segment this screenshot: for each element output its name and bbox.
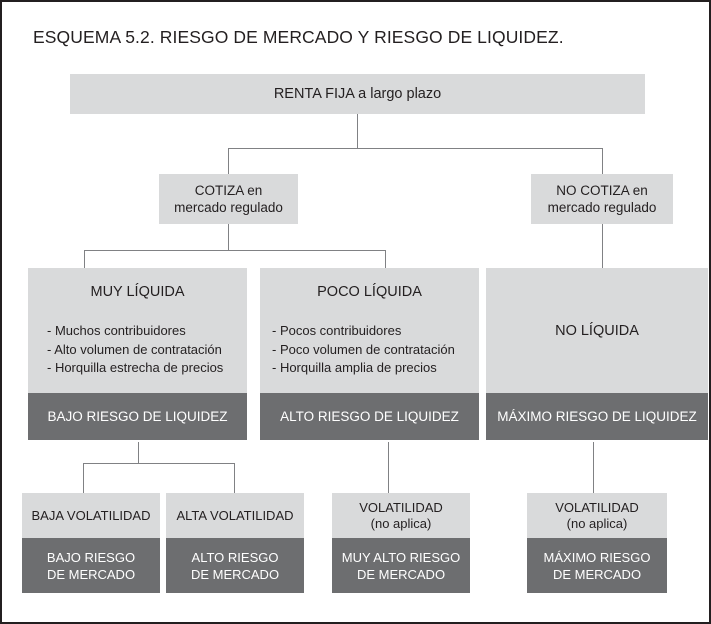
node-cotiza-band: COTIZA en mercado regulado [159,174,298,224]
node-volatilidad-no-aplica-2-footer: MÁXIMO RIESGO DE MERCADO [527,538,667,593]
node-poco-liquida-header: POCO LÍQUIDA [260,268,479,393]
connector-muy-liquida-down [138,442,139,463]
connector-level3-bus [84,250,386,251]
node-cotiza-label-line2: mercado regulado [174,200,283,215]
connector-no-liquida-down [593,442,594,493]
node-volatilidad-no-aplica-2-header: VOLATILIDAD (no aplica) [527,493,667,538]
bullet-item: - Muchos contribuidores [47,323,186,338]
node-renta-fija[interactable]: RENTA FIJA a largo plazo [70,74,645,114]
node-muy-liquida-title: MUY LÍQUIDA [90,284,185,300]
bullet-item: - Horquilla estrecha de precios [47,360,224,375]
node-alta-volatilidad-footer-line1: ALTO RIESGO [191,549,279,565]
connector-cotiza-down [228,224,229,250]
connector-to-no-cotiza [602,148,603,174]
connector-to-cotiza [228,148,229,174]
node-volatilidad-no-aplica-2-footer-line1: MÁXIMO RIESGO [543,549,651,565]
node-baja-volatilidad[interactable]: BAJA VOLATILIDAD BAJO RIESGO DE MERCADO [22,493,160,593]
node-poco-liquida-footer-label: ALTO RIESGO DE LIQUIDEZ [280,409,459,424]
connector-to-poco-liquida [385,250,386,268]
node-no-cotiza[interactable]: NO COTIZA en mercado regulado [531,174,673,224]
connector-to-baja-volatilidad [83,463,84,493]
connector-to-alta-volatilidad [234,463,235,493]
bullet-item: - Poco volumen de contratación [272,341,455,357]
node-volatilidad-no-aplica-1[interactable]: VOLATILIDAD (no aplica) MUY ALTO RIESGO … [332,493,470,593]
node-alta-volatilidad-header: ALTA VOLATILIDAD [166,493,304,538]
connector-root-down [357,112,358,148]
node-no-liquida-footer-label: MÁXIMO RIESGO DE LIQUIDEZ [497,409,697,424]
page-title: ESQUEMA 5.2. RIESGO DE MERCADO Y RIESGO … [33,27,564,47]
node-alta-volatilidad[interactable]: ALTA VOLATILIDAD ALTO RIESGO DE MERCADO [166,493,304,593]
connector-level2-bus [228,148,603,149]
node-poco-liquida[interactable]: POCO LÍQUIDA ALTO RIESGO DE LIQUIDEZ [260,268,479,440]
node-baja-volatilidad-footer: BAJO RIESGO DE MERCADO [22,538,160,593]
node-no-cotiza-band: NO COTIZA en mercado regulado [531,174,673,224]
node-poco-liquida-footer: ALTO RIESGO DE LIQUIDEZ [260,393,479,440]
node-volatilidad-no-aplica-2-title: VOLATILIDAD [555,499,639,515]
node-alta-volatilidad-footer: ALTO RIESGO DE MERCADO [166,538,304,593]
connector-to-muy-liquida [84,250,85,268]
node-cotiza-label-line1: COTIZA en [194,183,263,198]
bullet-item: - Alto volumen de contratación [47,341,222,357]
node-muy-liquida[interactable]: MUY LÍQUIDA BAJO RIESGO DE LIQUIDEZ [28,268,247,440]
connector-poco-liquida-down [388,442,389,493]
node-muy-liquida-header: MUY LÍQUIDA [28,268,247,393]
node-no-liquida-footer: MÁXIMO RIESGO DE LIQUIDEZ [486,393,708,440]
node-no-liquida-title: NO LÍQUIDA [555,322,639,339]
node-alta-volatilidad-title: ALTA VOLATILIDAD [176,507,294,523]
node-volatilidad-no-aplica-1-title: VOLATILIDAD [359,499,443,515]
node-volatilidad-no-aplica-2[interactable]: VOLATILIDAD (no aplica) MÁXIMO RIESGO DE… [527,493,667,593]
node-volatilidad-no-aplica-1-subtitle: (no aplica) [370,515,432,531]
node-muy-liquida-footer-label: BAJO RIESGO DE LIQUIDEZ [47,409,228,424]
node-volatilidad-no-aplica-1-footer-line2: DE MERCADO [356,566,446,582]
node-no-cotiza-label-line1: NO COTIZA en [556,183,648,198]
connector-level4-bus [83,463,234,464]
node-baja-volatilidad-footer-line1: BAJO RIESGO [46,549,136,565]
node-alta-volatilidad-footer-line2: DE MERCADO [190,566,280,582]
node-poco-liquida-bullets: - Pocos contribuidores - Poco volumen de… [272,322,482,378]
node-baja-volatilidad-header: BAJA VOLATILIDAD [22,493,160,538]
node-volatilidad-no-aplica-1-footer: MUY ALTO RIESGO DE MERCADO [332,538,470,593]
node-renta-fija-band: RENTA FIJA a largo plazo [70,74,645,114]
node-volatilidad-no-aplica-1-header: VOLATILIDAD (no aplica) [332,493,470,538]
bullet-item: - Pocos contribuidores [272,323,402,338]
node-volatilidad-no-aplica-2-subtitle: (no aplica) [566,515,628,531]
node-renta-fija-label: RENTA FIJA a largo plazo [273,86,442,102]
node-volatilidad-no-aplica-2-footer-line2: DE MERCADO [552,566,642,582]
connector-no-cotiza-down [602,224,603,268]
node-muy-liquida-footer: BAJO RIESGO DE LIQUIDEZ [28,393,247,440]
node-baja-volatilidad-footer-line2: DE MERCADO [46,566,136,582]
node-cotiza[interactable]: COTIZA en mercado regulado [159,174,298,224]
node-baja-volatilidad-title: BAJA VOLATILIDAD [31,507,151,523]
node-poco-liquida-title: POCO LÍQUIDA [317,284,422,300]
node-no-cotiza-label-line2: mercado regulado [547,200,657,215]
node-no-liquida[interactable]: NO LÍQUIDA MÁXIMO RIESGO DE LIQUIDEZ [486,268,708,440]
node-no-liquida-header: NO LÍQUIDA [486,268,708,393]
node-muy-liquida-bullets: - Muchos contribuidores - Alto volumen d… [47,322,247,378]
node-volatilidad-no-aplica-1-footer-line1: MUY ALTO RIESGO [341,549,461,565]
bullet-item: - Horquilla amplia de precios [272,360,437,375]
